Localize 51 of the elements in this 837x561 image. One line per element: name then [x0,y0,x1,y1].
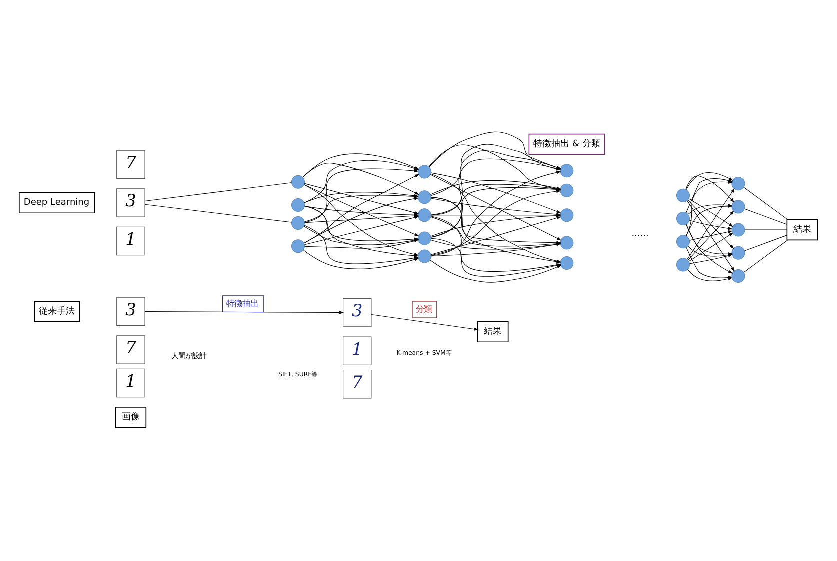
node-box: 1 [116,368,146,398]
connector [744,186,788,220]
node-box: 1 [343,336,372,365]
connector [744,234,788,251]
node-circle [676,234,690,248]
node-box: 画像 [115,406,147,428]
node-circle [732,222,746,236]
label: ...... [632,229,649,240]
node-circle [676,188,690,202]
node-circle [418,164,432,178]
node-circle [732,246,746,260]
node-box: 従来手法 [34,300,80,322]
node-circle [676,212,690,226]
node-box: 3 [116,296,146,326]
node-circle [732,176,746,190]
edge-label: 分類 [416,303,432,314]
connector [744,208,788,224]
node-circle [418,231,432,245]
node-box: 1 [116,226,146,256]
node-circle [291,216,305,230]
connector [744,239,788,272]
node-circle [418,190,432,204]
node-box: Deep Learning [19,192,96,214]
node-circle [732,268,746,282]
node-box: 結果 [478,320,509,342]
node-circle [676,258,690,272]
arrow [690,230,733,240]
arrow [689,220,733,230]
node-box: 特徴抽出 & 分類 [528,133,606,154]
node-circle [560,256,574,270]
node-circle [560,208,574,222]
node-circle [732,200,746,214]
node-circle [291,174,305,188]
node-box: 結果 [786,218,818,240]
node-box: 3 [116,188,146,217]
edge-label: 特徴抽出 [226,298,258,308]
node-circle [560,236,574,250]
connector [144,204,292,222]
arrow [371,314,479,330]
node-box: 7 [116,150,146,179]
node-circle [418,249,432,263]
node-circle [291,198,305,212]
node-circle [291,239,305,253]
node-circle [560,164,574,178]
node-box: 3 [343,298,372,327]
node-circle [560,183,574,197]
connector [744,229,788,230]
node-circle [418,208,432,222]
node-box: 7 [343,370,372,398]
node-box: 7 [116,335,146,364]
connector [144,182,292,202]
